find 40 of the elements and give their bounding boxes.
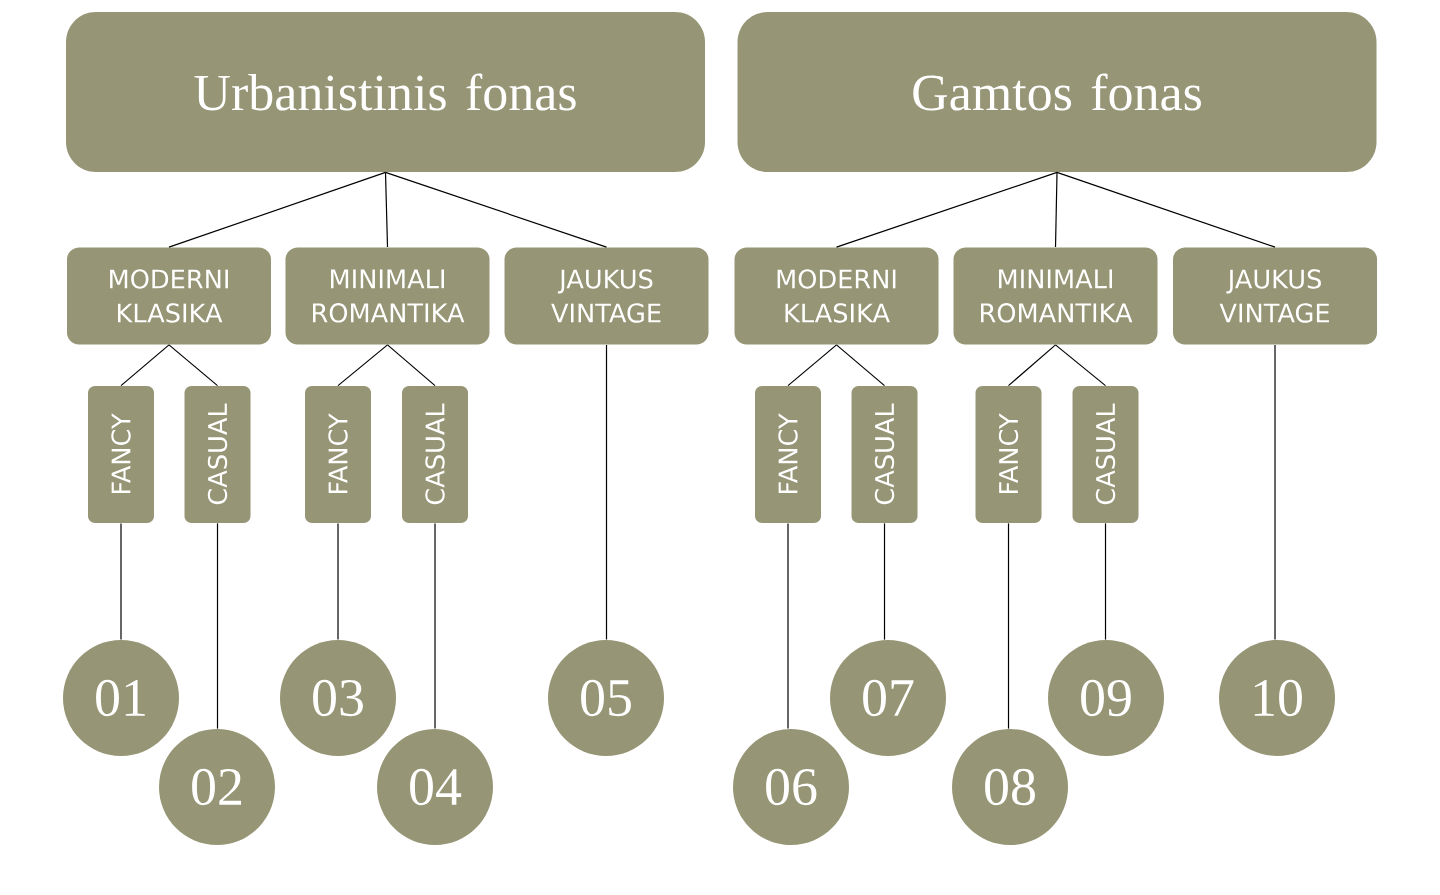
connector-line xyxy=(835,344,886,387)
connector-line xyxy=(787,522,789,730)
connector-line xyxy=(434,522,436,730)
connector-line xyxy=(168,344,219,387)
variant-tag: FANCY xyxy=(88,386,154,523)
connector-line xyxy=(1274,344,1276,641)
category-header-box: Urbanistinis fonas xyxy=(66,12,705,172)
connector-line xyxy=(605,344,608,641)
style-box: JAUKUS VINTAGE xyxy=(1173,247,1377,345)
connector-line xyxy=(384,171,389,248)
variant-tag: FANCY xyxy=(975,386,1042,523)
style-box: MINIMALI ROMANTIKA xyxy=(285,247,490,345)
style-box: MODERNI KLASIKA xyxy=(67,247,271,345)
connector-line xyxy=(1056,171,1276,248)
connector-line xyxy=(386,344,436,387)
variant-tag: CASUAL xyxy=(851,386,918,523)
connector-line xyxy=(787,344,838,387)
connector-line xyxy=(120,522,122,641)
connector-line xyxy=(384,171,608,248)
connector-line xyxy=(1007,344,1057,387)
style-box: JAUKUS VINTAGE xyxy=(504,247,709,345)
connector-line xyxy=(337,522,339,641)
connector-line xyxy=(1054,344,1107,387)
category-header-box: Gamtos fonas xyxy=(737,12,1377,172)
connector-line xyxy=(1007,522,1010,730)
variant-tag: FANCY xyxy=(755,386,821,523)
connector-line xyxy=(1104,522,1107,641)
connector-line xyxy=(337,344,389,387)
variant-tag: CASUAL xyxy=(1072,386,1139,523)
style-box: MODERNI KLASIKA xyxy=(734,247,939,345)
connector-line xyxy=(216,522,219,730)
variant-tag: CASUAL xyxy=(402,386,468,523)
variant-tag: FANCY xyxy=(305,386,371,523)
style-box: MINIMALI ROMANTIKA xyxy=(953,247,1158,345)
connector-line xyxy=(1054,171,1058,248)
variant-tag: CASUAL xyxy=(184,386,251,523)
connector-line xyxy=(883,522,886,641)
connector-line xyxy=(168,171,387,248)
connector-line xyxy=(120,344,170,387)
connector-line xyxy=(835,171,1058,248)
